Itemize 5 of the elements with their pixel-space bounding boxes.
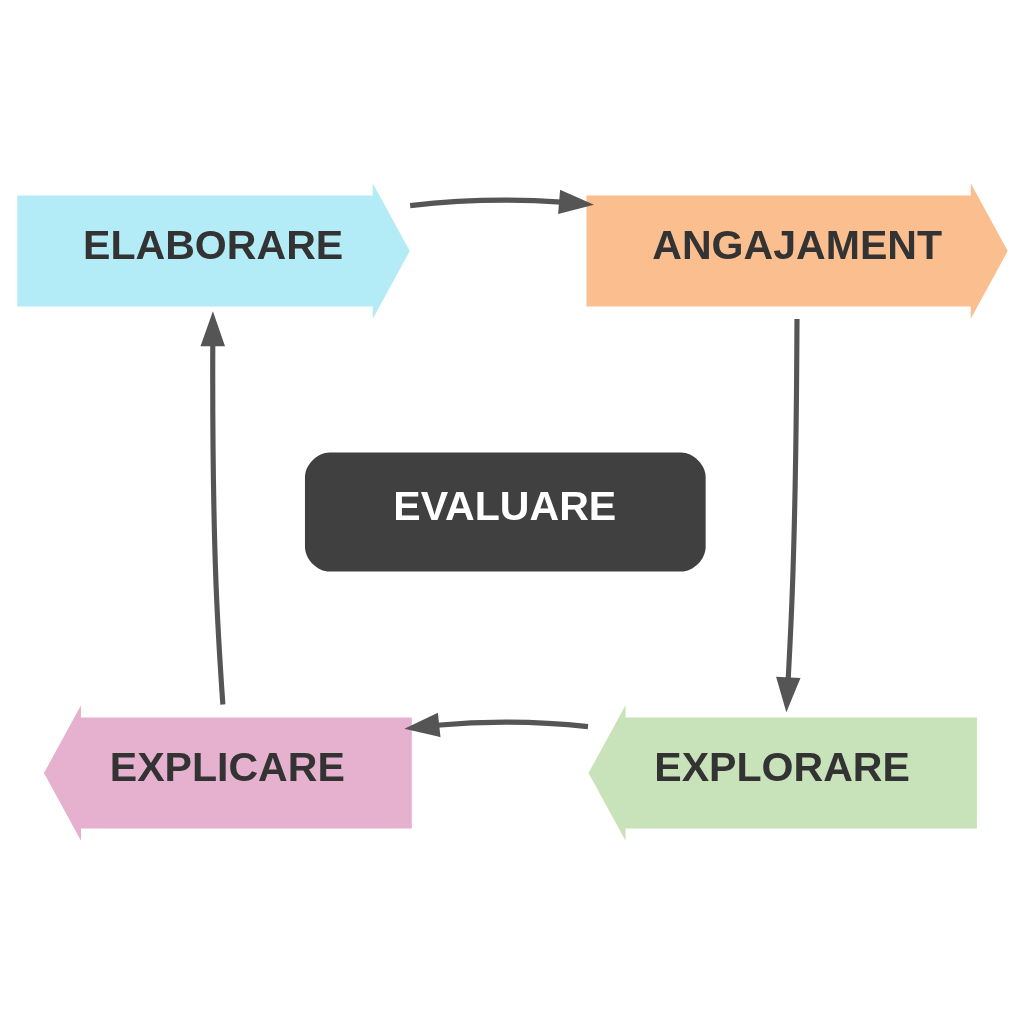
node-box: EVALUARE xyxy=(304,452,706,572)
arrow xyxy=(200,311,225,705)
arrow xyxy=(409,189,594,215)
arrow xyxy=(403,712,588,738)
arrow xyxy=(775,318,801,713)
